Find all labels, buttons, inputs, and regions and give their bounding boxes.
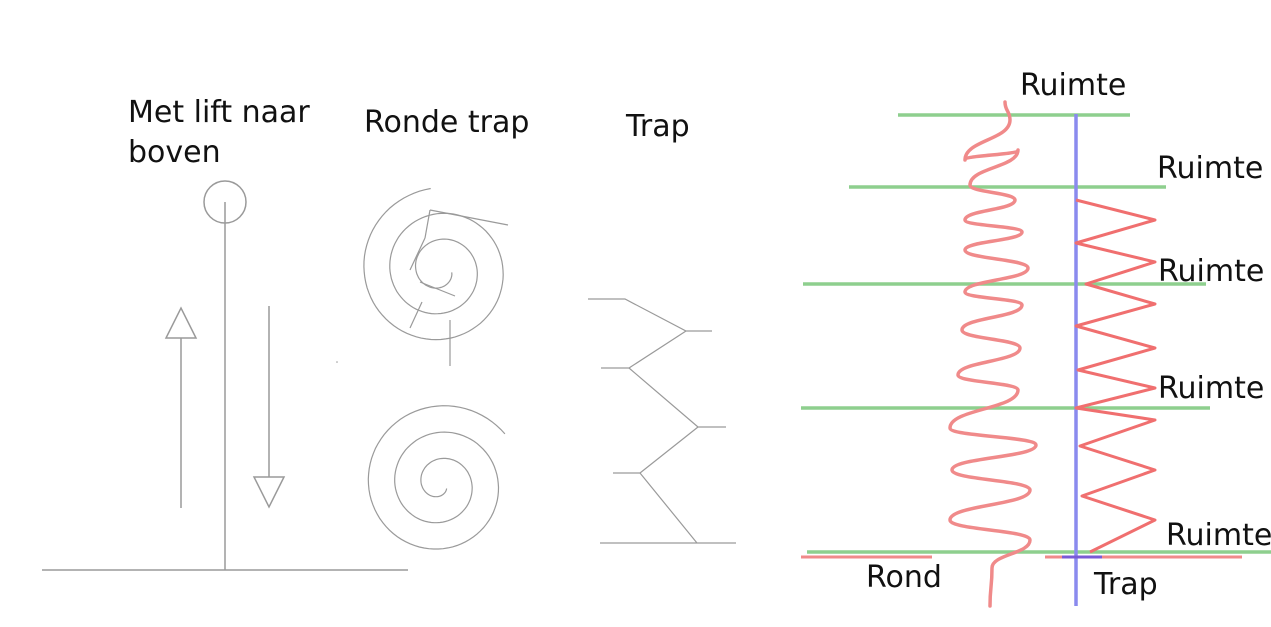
room-label: Ruimte [1166, 518, 1271, 553]
spiral-stair-path [948, 100, 1038, 608]
stair-title: Trap [625, 109, 690, 144]
spiral-step [409, 237, 426, 271]
spiral-step [419, 281, 456, 297]
up-arrow-icon [164, 306, 198, 339]
floor-lines [801, 113, 1271, 554]
spiral-title: Ronde trap [364, 105, 529, 140]
room-label-top: Ruimte [1020, 68, 1126, 103]
stair-flight-4 [613, 426, 699, 474]
room-label: Ruimte [1157, 151, 1263, 186]
spiral-step [409, 301, 423, 329]
lift-sketch: Met lift naar boven [42, 95, 408, 571]
spiral-bottom [367, 405, 506, 550]
bottom-label-spiral: Rond [866, 560, 942, 595]
bottom-label-stair: Trap [1093, 567, 1158, 602]
stair-flight-2 [601, 330, 687, 369]
spiral-stair-sketch: Ronde trap [363, 105, 529, 550]
stair-flight-5 [600, 472, 736, 544]
spiral-step [429, 209, 509, 226]
stair-flight-1 [588, 298, 712, 332]
room-label: Ruimte [1158, 254, 1264, 289]
lift-title-line1: Met lift naar [128, 95, 310, 130]
room-label: Ruimte [1158, 371, 1264, 406]
stair-flight-3 [628, 367, 726, 428]
lift-title-line2: boven [128, 135, 221, 170]
stray-dot [336, 361, 338, 363]
spiral-step [424, 209, 431, 239]
straight-stair-path [1074, 198, 1157, 554]
spiral-top [363, 187, 504, 341]
down-arrow-icon [252, 476, 286, 509]
straight-stair-sketch: Trap [588, 109, 736, 544]
